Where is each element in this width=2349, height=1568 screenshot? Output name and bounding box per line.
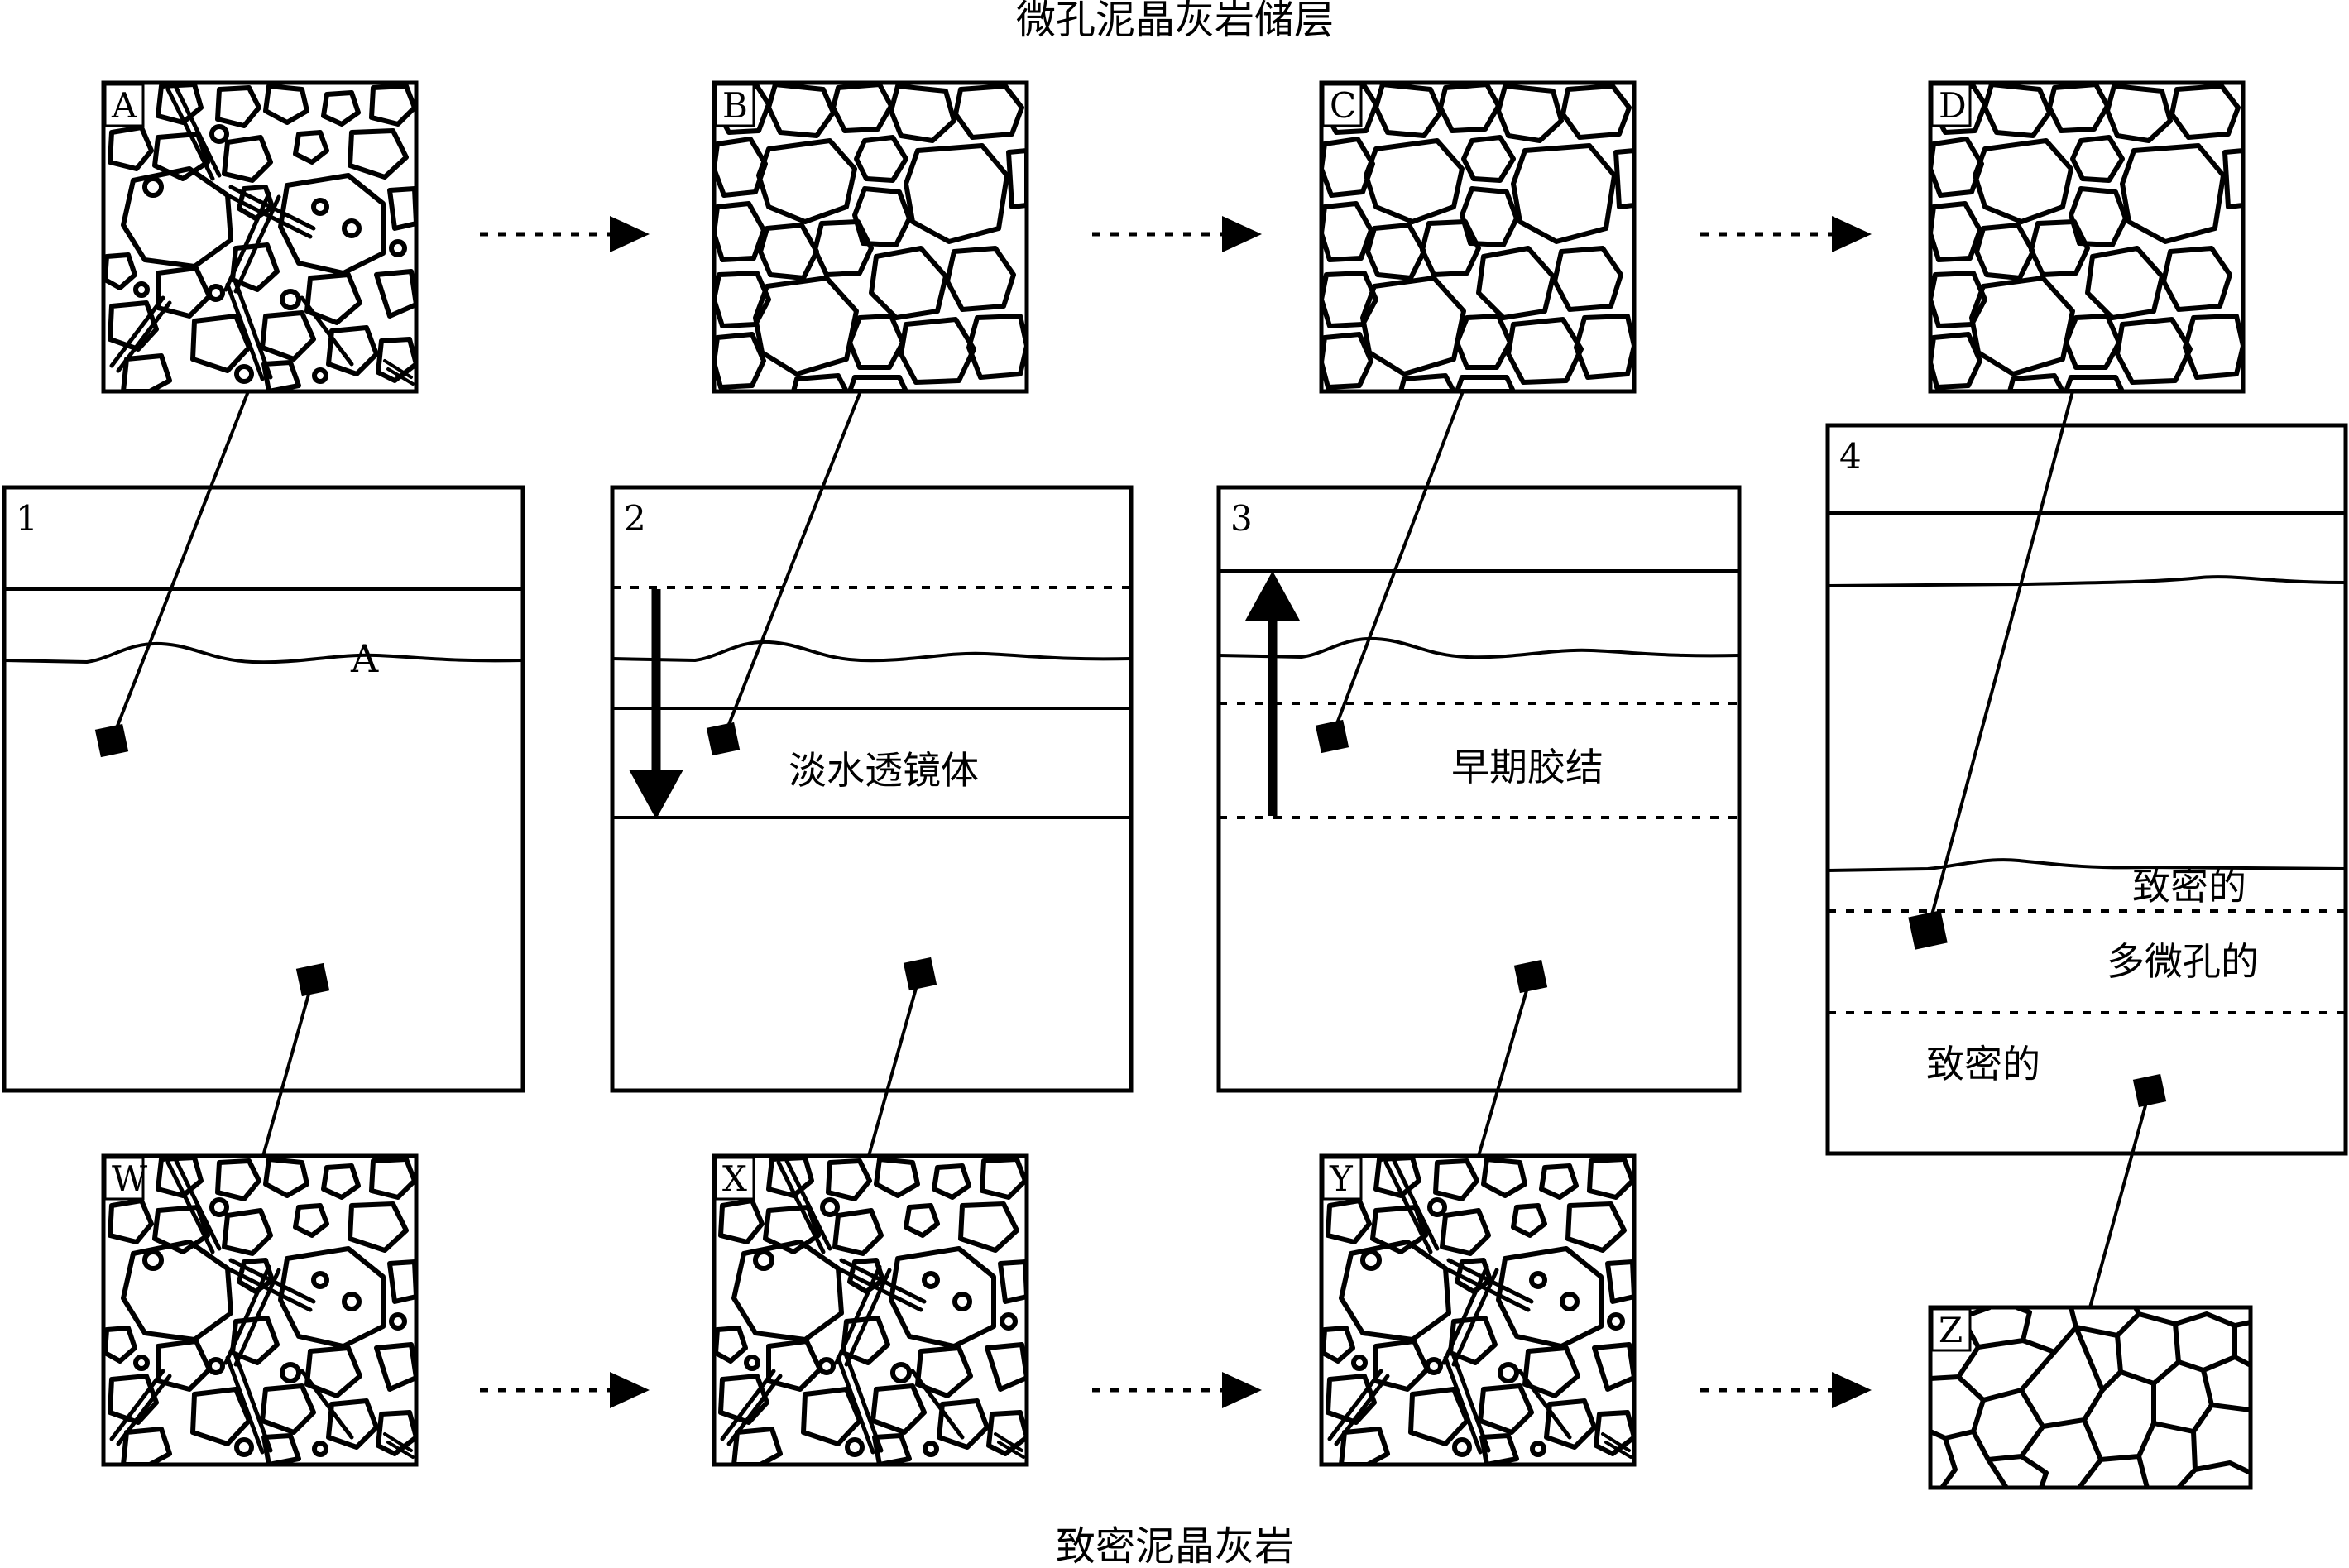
stage-box-1: 1A bbox=[2, 485, 525, 1093]
sediment-surface bbox=[611, 640, 1132, 663]
stage-number-3: 3 bbox=[1230, 498, 1253, 539]
sample-panel-z: Z bbox=[1928, 1305, 2253, 1490]
flow-arrow-y-z bbox=[1700, 1372, 1872, 1408]
stage-box-3: 3 早期胶结 bbox=[1216, 485, 1742, 1093]
zone-label-tight-upper: 致密的 bbox=[2132, 864, 2246, 909]
sample-panel-a: A bbox=[101, 80, 419, 394]
flow-arrow-x-y bbox=[1092, 1372, 1262, 1408]
flow-arrow-c-d bbox=[1700, 216, 1872, 252]
connector-y-marker bbox=[1513, 959, 1548, 994]
sediment-surface bbox=[3, 641, 524, 664]
sample-panel-y: Y bbox=[1319, 1153, 1637, 1467]
connector-d-marker bbox=[1908, 910, 1948, 950]
connector-a-marker bbox=[94, 723, 129, 758]
sample-panel-b: B bbox=[712, 80, 1029, 394]
connector-b bbox=[706, 391, 862, 756]
flow-arrows bbox=[480, 216, 1872, 1408]
zone-label-tight-lower: 致密的 bbox=[1926, 1042, 2040, 1086]
connector-a bbox=[94, 391, 250, 758]
stage-number-1: 1 bbox=[16, 498, 38, 539]
sample-panels: A B C D W X Y Z bbox=[101, 80, 2253, 1490]
sample-panel-w: W bbox=[101, 1153, 419, 1467]
sample-label-y: Y bbox=[1329, 1158, 1354, 1199]
sample-panel-d: D bbox=[1928, 80, 2246, 394]
bottom-title: 致密泥晶灰岩 bbox=[1056, 1523, 1294, 1568]
sample-label-b: B bbox=[722, 85, 748, 126]
sample-panel-x: X bbox=[712, 1153, 1029, 1467]
flow-arrow-w-x bbox=[480, 1372, 650, 1408]
connector-x bbox=[867, 957, 937, 1157]
downward-arrow-head bbox=[629, 770, 683, 819]
connector-w bbox=[261, 962, 330, 1157]
connector-w-marker bbox=[295, 962, 330, 997]
sample-label-c: C bbox=[1330, 85, 1356, 126]
connector-x-marker bbox=[903, 957, 937, 991]
stage-number-2: 2 bbox=[624, 498, 646, 539]
top-title: 微孔泥晶灰岩储层 bbox=[1016, 0, 1334, 43]
zone-label-early-cementation: 早期胶结 bbox=[1451, 745, 1604, 789]
sample-label-a: A bbox=[111, 85, 137, 126]
sample-label-d: D bbox=[1939, 85, 1967, 126]
sample-label-w: W bbox=[112, 1158, 148, 1199]
stage-box-2: 2 淡水透镜体 bbox=[610, 485, 1134, 1093]
connector-b-marker bbox=[706, 722, 741, 756]
burial-surface bbox=[1827, 858, 2347, 872]
zone-label-microporous: 多微孔的 bbox=[2107, 939, 2259, 984]
connector-z-marker bbox=[2132, 1073, 2167, 1108]
zone-label-freshwater-lens: 淡水透镜体 bbox=[789, 748, 979, 793]
connector-c bbox=[1315, 391, 1465, 754]
upward-arrow-head bbox=[1245, 571, 1300, 621]
flow-arrow-a-b bbox=[480, 216, 650, 252]
connector-d bbox=[1908, 391, 2074, 950]
sample-label-z: Z bbox=[1939, 1310, 1963, 1350]
sample-label-x: X bbox=[722, 1158, 747, 1199]
connector-y bbox=[1477, 959, 1548, 1157]
connector-c-marker bbox=[1315, 719, 1349, 754]
sediment-surface bbox=[1218, 636, 1740, 659]
stage-number-4: 4 bbox=[1839, 436, 1862, 477]
surface-marker-label: A bbox=[350, 636, 379, 681]
connector-z bbox=[2088, 1073, 2167, 1308]
sample-panel-c: C bbox=[1319, 80, 1637, 394]
upper-surface bbox=[1827, 575, 2347, 587]
flow-arrow-b-c bbox=[1092, 216, 1262, 252]
sample-connectors bbox=[94, 391, 2167, 1308]
